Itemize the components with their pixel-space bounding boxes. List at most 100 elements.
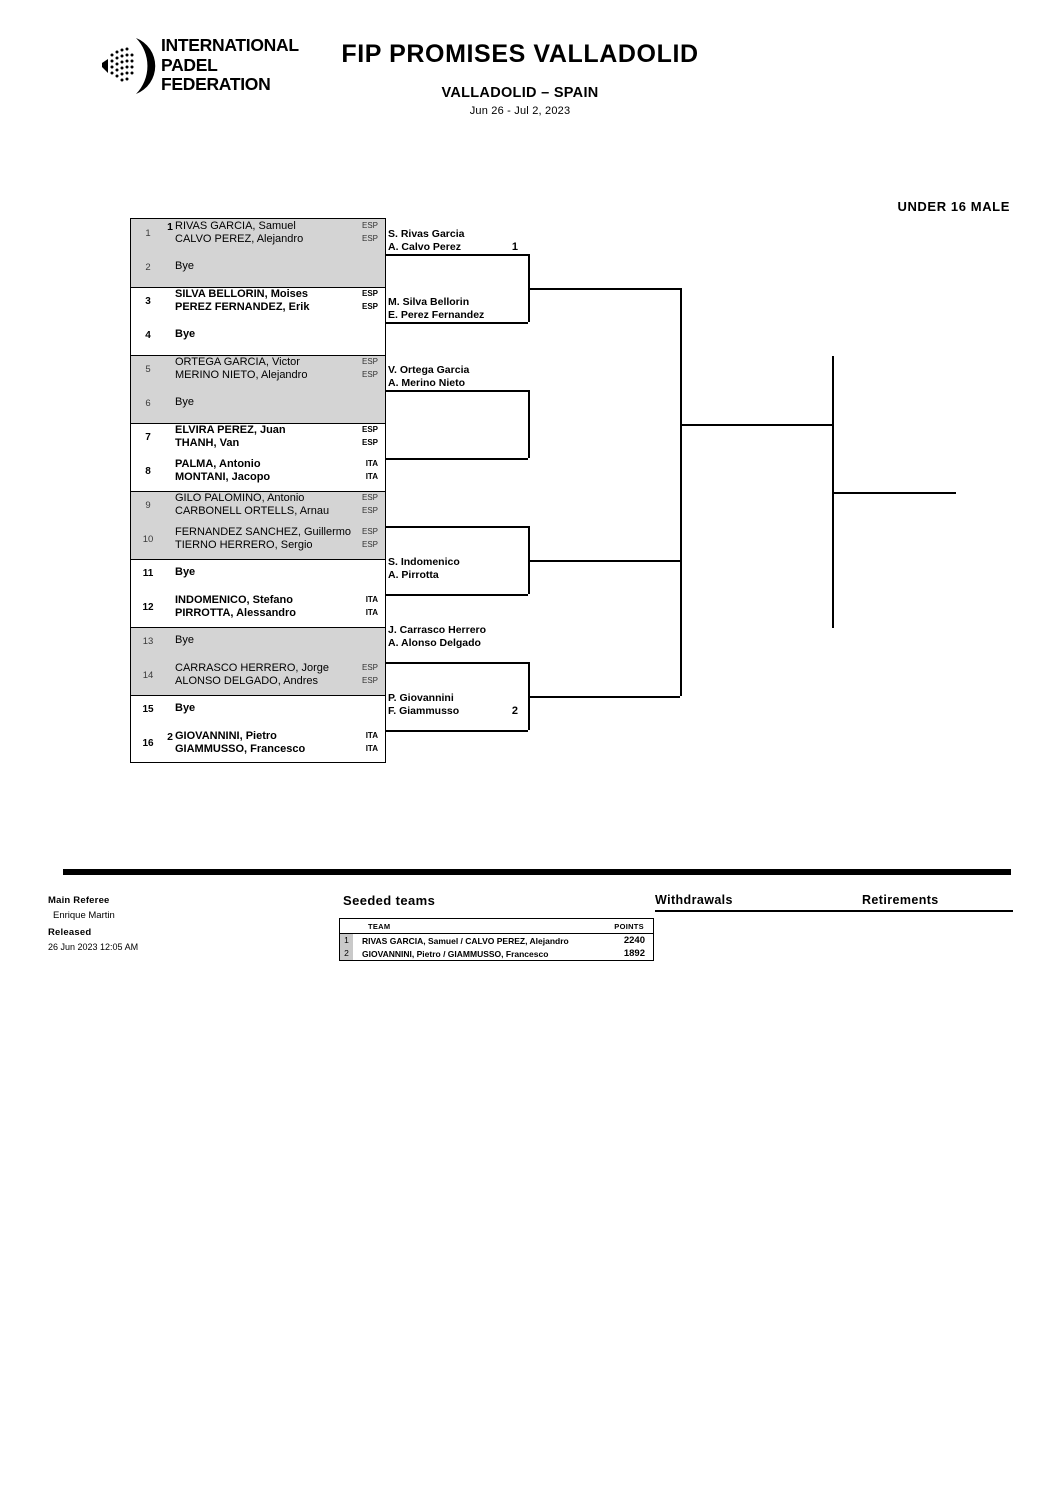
slot-country-2: ESP bbox=[361, 438, 378, 447]
seeded-team-row[interactable]: 1 RIVAS GARCIA, Samuel / CALVO PEREZ, Ale… bbox=[340, 934, 653, 947]
slot-bye: Bye bbox=[175, 634, 194, 646]
slot-bye: Bye bbox=[175, 702, 196, 714]
round-2-player-2: A. Calvo Perez bbox=[388, 240, 461, 253]
slot-number: 16 bbox=[142, 738, 154, 749]
slot-player-1: PALMA, Antonio bbox=[175, 458, 261, 470]
bracket-line bbox=[680, 424, 832, 426]
slot-number: 5 bbox=[145, 364, 151, 375]
footer-divider bbox=[63, 869, 1011, 875]
round-2-seed: 2 bbox=[511, 705, 518, 717]
slot-country-2: ESP bbox=[361, 540, 378, 549]
bracket-slot[interactable]: 13 Bye bbox=[131, 627, 385, 661]
seeded-teams-table: TEAM POINTS 1 RIVAS GARCIA, Samuel / CALV… bbox=[339, 918, 654, 961]
slot-player-1: ORTEGA GARCIA, Victor bbox=[175, 356, 300, 368]
round-2-player-1: M. Silva Bellorin bbox=[388, 296, 470, 308]
slot-country-1: ITA bbox=[365, 595, 378, 604]
padel-federation-logo-icon bbox=[102, 38, 156, 94]
seed-points: 2240 bbox=[623, 935, 645, 946]
bracket-line bbox=[386, 254, 528, 256]
slot-player-2: MERINO NIETO, Alejandro bbox=[175, 369, 308, 381]
bracket-slot[interactable]: 6 Bye bbox=[131, 389, 385, 423]
tournament-title: FIP PROMISES VALLADOLID bbox=[341, 40, 699, 68]
slot-player-2: GIAMMUSSO, Francesco bbox=[175, 743, 306, 755]
retirements-heading: Retirements bbox=[862, 893, 939, 907]
slot-bye: Bye bbox=[175, 396, 194, 408]
slot-number: 4 bbox=[145, 330, 151, 341]
slot-number: 9 bbox=[145, 500, 151, 511]
seed-points: 1892 bbox=[623, 948, 645, 959]
slot-country-1: ITA bbox=[365, 459, 378, 468]
slot-number: 8 bbox=[145, 466, 151, 477]
round-2-seed: 1 bbox=[511, 241, 518, 253]
withdrawals-divider bbox=[655, 910, 1013, 912]
slot-player-1: GILO PALOMINO, Antonio bbox=[175, 492, 305, 504]
seeded-table-header: TEAM POINTS bbox=[340, 919, 653, 934]
bracket-line bbox=[386, 322, 528, 324]
slot-number: 1 bbox=[145, 228, 151, 239]
slot-player-2: PIRROTTA, Alessandro bbox=[175, 607, 297, 619]
slot-country-1: ESP bbox=[361, 493, 378, 502]
bracket-line bbox=[386, 390, 528, 392]
bracket-slot[interactable]: 2 Bye bbox=[131, 253, 385, 287]
slot-country-2: ESP bbox=[361, 506, 378, 515]
slot-number: 14 bbox=[142, 670, 154, 681]
round-2-player-2: A. Pirrotta bbox=[388, 568, 439, 581]
bracket-line bbox=[528, 560, 680, 562]
seed-team-name: RIVAS GARCIA, Samuel / CALVO PEREZ, Alej… bbox=[362, 936, 569, 946]
bracket-line bbox=[386, 526, 528, 528]
federation-name: INTERNATIONAL PADEL FEDERATION bbox=[161, 35, 299, 95]
slot-number: 15 bbox=[142, 704, 154, 715]
round-2-player-2: A. Merino Nieto bbox=[388, 376, 466, 389]
slot-number: 11 bbox=[142, 568, 154, 579]
bracket-slot[interactable]: 15 Bye bbox=[131, 695, 385, 729]
slot-country-1: ESP bbox=[361, 289, 378, 298]
slot-player-1: FERNANDEZ SANCHEZ, Guillermo bbox=[175, 526, 352, 538]
slot-number: 2 bbox=[145, 262, 151, 273]
slot-player-2: ALONSO DELGADO, Andres bbox=[175, 675, 319, 687]
slot-bye: Bye bbox=[175, 260, 194, 272]
slot-country-2: ESP bbox=[361, 302, 378, 311]
seeded-teams-heading: Seeded teams bbox=[343, 893, 436, 908]
slot-number: 10 bbox=[142, 534, 154, 545]
slot-number: 7 bbox=[145, 432, 151, 443]
seed-rank: 2 bbox=[340, 947, 353, 960]
round-2-player-2: A. Alonso Delgado bbox=[388, 636, 481, 649]
referee-name: Enrique Martin bbox=[53, 910, 115, 921]
slot-number: 6 bbox=[145, 398, 151, 409]
slot-player-1: CARRASCO HERRERO, Jorge bbox=[175, 662, 330, 674]
bracket-line bbox=[528, 696, 680, 698]
seed-rank: 1 bbox=[340, 934, 353, 947]
bracket-line bbox=[386, 594, 528, 596]
round-2-player-1: S. Rivas Garcia bbox=[388, 228, 465, 240]
slot-player-2: MONTANI, Jacopo bbox=[175, 471, 271, 483]
seed-team-name: GIOVANNINI, Pietro / GIAMMUSSO, Francesc… bbox=[362, 949, 549, 959]
seeded-team-row[interactable]: 2 GIOVANNINI, Pietro / GIAMMUSSO, Frances… bbox=[340, 947, 653, 960]
slot-number: 13 bbox=[142, 636, 154, 647]
slot-country-2: ITA bbox=[365, 472, 378, 481]
tournament-dates: Jun 26 - Jul 2, 2023 bbox=[469, 105, 571, 117]
slot-country-2: ITA bbox=[365, 608, 378, 617]
referee-heading: Main Referee bbox=[48, 895, 110, 906]
category-label: UNDER 16 MALE bbox=[897, 199, 1010, 214]
